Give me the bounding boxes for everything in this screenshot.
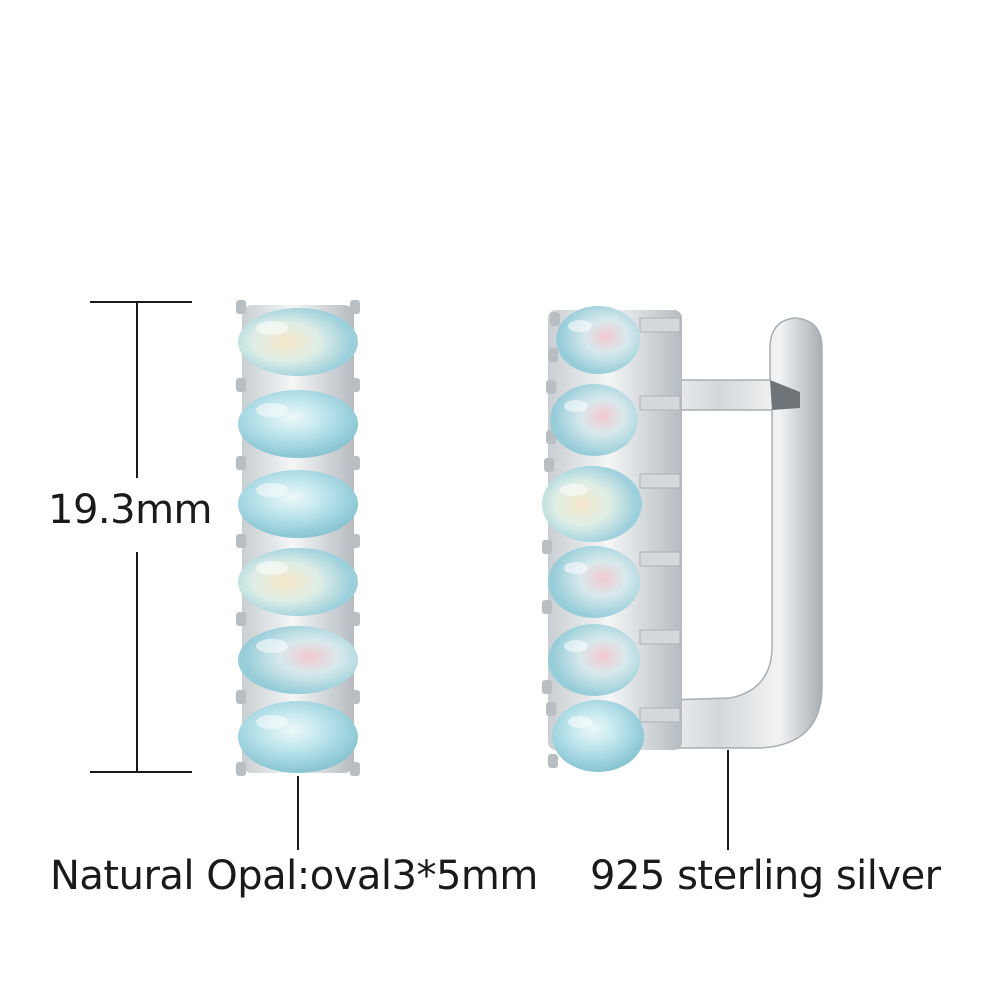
height-dimension-label: 19.3mm <box>48 487 213 533</box>
earring-side-view <box>542 306 823 772</box>
stone-spec-label: Natural Opal:oval3*5mm <box>50 853 538 899</box>
earring-front-view <box>236 300 360 776</box>
metal-spec-label: 925 sterling silver <box>590 853 941 899</box>
dimension-bracket <box>90 301 192 773</box>
